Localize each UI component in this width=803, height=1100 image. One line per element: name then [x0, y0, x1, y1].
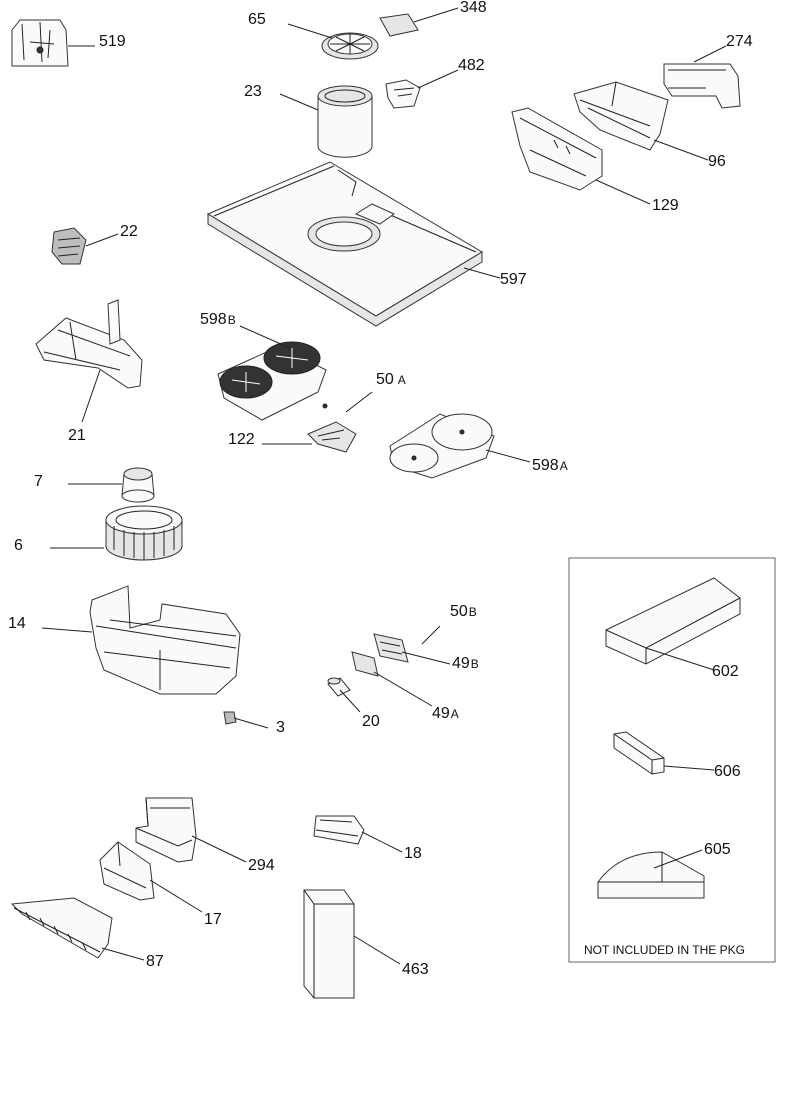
not-included-note: NOT INCLUDED IN THE PKG [584, 943, 745, 957]
label-65: 65 [248, 11, 266, 28]
label-598b: 598B [200, 311, 236, 328]
part-49b-board: 49B [373, 633, 479, 672]
label-129: 129 [652, 197, 679, 214]
part-17-duct-transition: 17 [99, 841, 222, 928]
part-7-motor: 7 [34, 467, 155, 503]
part-14-tray: 14 [8, 585, 241, 695]
part-96-duct-section: 96 [573, 81, 726, 170]
label-605: 605 [704, 841, 731, 858]
part-49a-board: 49A [351, 651, 459, 722]
label-463: 463 [402, 961, 429, 978]
label-22: 22 [120, 223, 138, 240]
label-23: 23 [244, 83, 262, 100]
label-274: 274 [726, 33, 753, 50]
part-274-duct-elbow: 274 [663, 33, 753, 109]
part-519-accessory-bag: 519 [11, 19, 126, 67]
label-597: 597 [500, 271, 527, 288]
part-348-cover: 348 [379, 0, 487, 37]
not-included-box: 602 606 605 NOT INCLUDED IN THE PKG [568, 557, 776, 963]
label-122: 122 [228, 431, 255, 448]
part-605-curved-duct: 605 [597, 841, 731, 899]
label-50b: 50B [450, 603, 477, 620]
label-49a: 49A [432, 705, 459, 722]
label-96: 96 [708, 153, 726, 170]
part-294-duct-adapter: 294 [135, 797, 275, 874]
label-3: 3 [276, 719, 285, 736]
label-20: 20 [362, 713, 380, 730]
part-6-fan-wheel: 6 [14, 505, 183, 561]
part-598a-induction-unit: 598A [389, 413, 568, 479]
label-598a: 598A [532, 457, 568, 474]
part-122-control-board: 122 [228, 421, 357, 453]
part-129-duct-adapter: 129 [511, 107, 679, 214]
label-7: 7 [34, 473, 43, 490]
label-21: 21 [68, 427, 86, 444]
part-602-flat-duct: 602 [605, 577, 741, 680]
label-519: 519 [99, 33, 126, 50]
label-17: 17 [204, 911, 222, 928]
part-21-blower-housing: 21 [35, 299, 143, 444]
part-65-carbon-filter: 65 [248, 11, 379, 60]
label-18: 18 [404, 845, 422, 862]
part-606-short-duct: 606 [613, 731, 741, 780]
part-3-fastener: 3 [223, 711, 285, 736]
part-87-grille: 87 [10, 897, 164, 970]
part-50b-screw: 50B [421, 603, 477, 645]
label-14: 14 [8, 615, 26, 632]
part-463-vertical-duct: 463 [303, 889, 429, 999]
label-49b: 49B [452, 655, 479, 672]
label-6: 6 [14, 537, 23, 554]
part-18-adapter: 18 [313, 815, 422, 862]
label-348: 348 [460, 0, 487, 16]
part-482-small-container: 482 [385, 57, 485, 109]
label-606: 606 [714, 763, 741, 780]
label-482: 482 [458, 57, 485, 74]
label-87: 87 [146, 953, 164, 970]
part-20-capacitor: 20 [327, 677, 380, 730]
part-598b-induction-unit: 598B [200, 311, 327, 421]
label-602: 602 [712, 663, 739, 680]
part-22-grease-filter: 22 [51, 223, 138, 265]
label-294: 294 [248, 857, 275, 874]
part-23-cylinder: 23 [244, 83, 373, 158]
part-597-cooktop-glass: 597 [206, 161, 527, 327]
